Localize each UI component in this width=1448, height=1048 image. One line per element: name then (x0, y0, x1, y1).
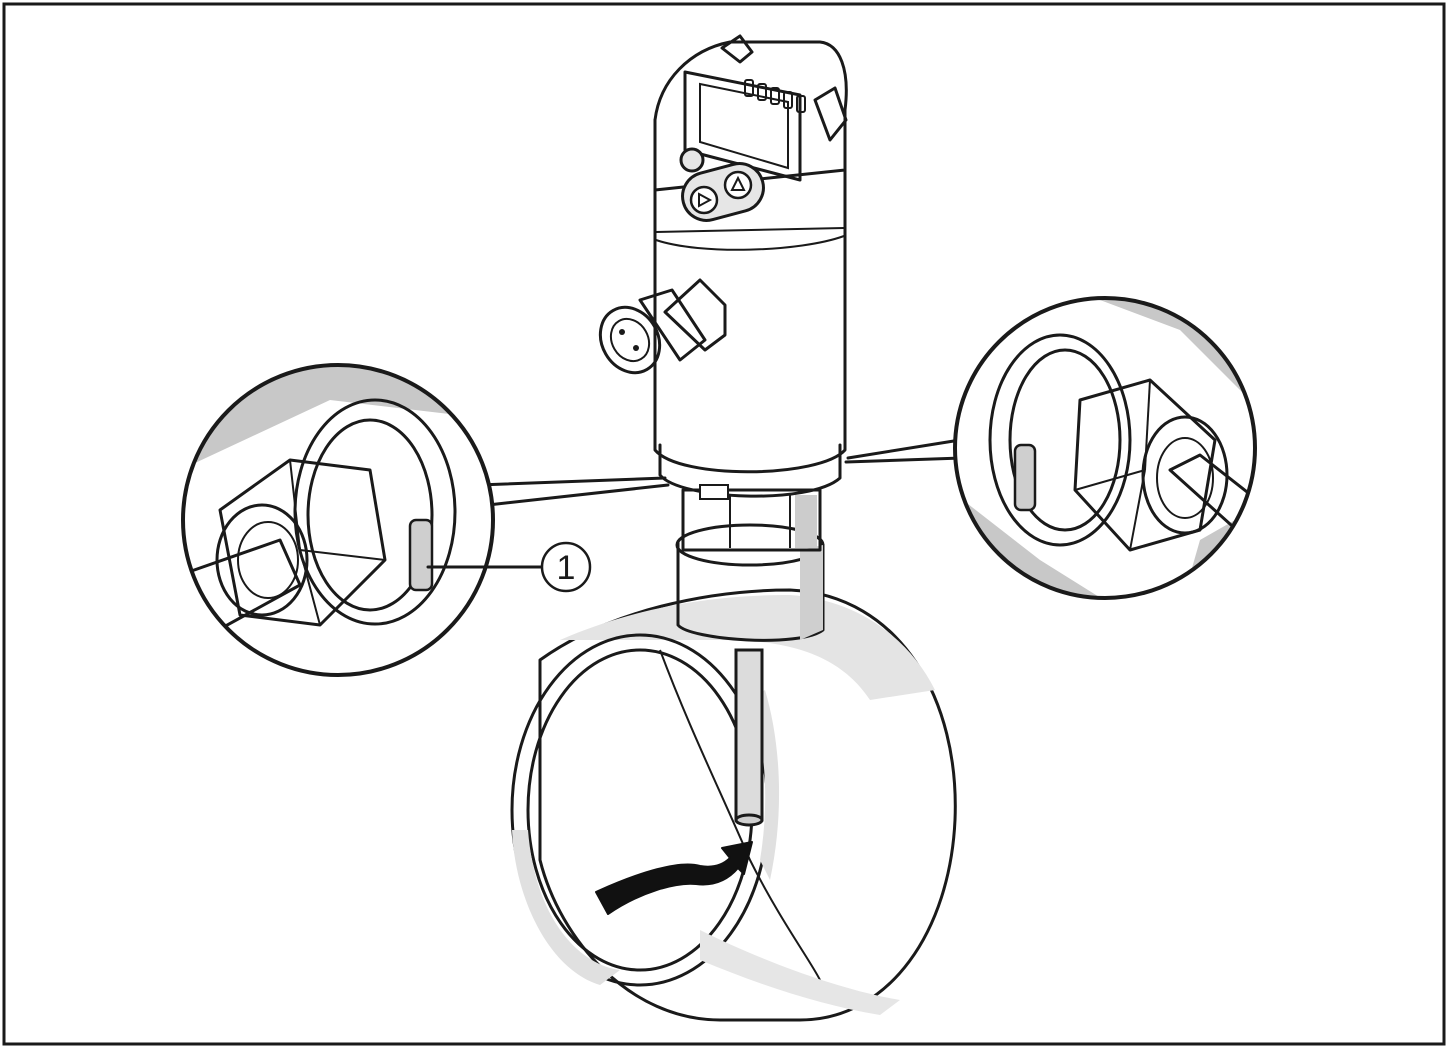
down-arrow-button-icon (698, 192, 713, 208)
detail-leader-lines (476, 438, 964, 507)
callout-1-label: 1 (557, 549, 576, 587)
callout-1: 1 (426, 541, 592, 593)
up-arrow-button-icon (730, 175, 746, 191)
flow-sensor (598, 34, 848, 642)
flow-direction-arrow-icon (595, 841, 753, 915)
sensor-probe (734, 648, 764, 827)
detail-circle-left (181, 363, 495, 677)
m12-connector (598, 278, 727, 375)
enter-button-icon (679, 147, 705, 173)
